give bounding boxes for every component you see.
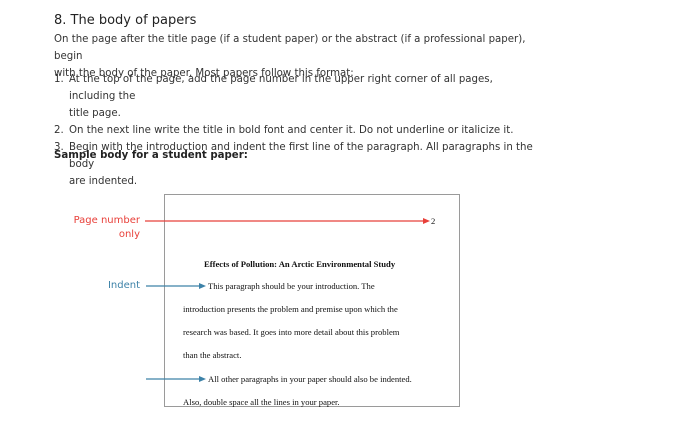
list-item: 2. On the next line write the title in b… (54, 122, 534, 139)
list-text: Begin with the introduction and indent t… (69, 142, 533, 170)
sample-page-number: 2 (431, 216, 436, 226)
sample-paper (164, 194, 460, 407)
list-item: 1. At the top of the page, add the page … (54, 71, 534, 122)
list-number: 1. (54, 74, 64, 85)
page-number-label: Page number only (60, 214, 140, 242)
sample-heading: Sample body for a student paper: (54, 150, 248, 161)
indent-label: Indent (107, 280, 140, 291)
intro-line: On the page after the title page (if a s… (54, 34, 526, 62)
list-text: are indented. (69, 176, 138, 187)
page-number-label-line: only (118, 229, 140, 240)
intro-paragraph: On the page after the title page (if a s… (54, 31, 534, 82)
sample-title: Effects of Pollution: An Arctic Environm… (204, 259, 396, 269)
list-text: title page. (69, 108, 121, 119)
intro-line: with the body of the paper. Most papers … (54, 68, 354, 79)
sample-line: This paragraph should be your introducti… (208, 281, 375, 291)
list-item: 3. Begin with the introduction and inden… (54, 139, 534, 190)
page-number-arrow (145, 218, 430, 224)
sample-line: than the abstract. (183, 350, 242, 360)
list-text: On the next line write the title in bold… (69, 125, 514, 136)
sample-line: Also, double space all the lines in your… (183, 397, 340, 407)
indent-arrow-first (146, 283, 206, 289)
list-number: 3. (54, 142, 64, 153)
sample-line: research was based. It goes into more de… (183, 327, 400, 337)
page-number-label-line: Page number (73, 215, 140, 226)
steps-list: 1. At the top of the page, add the page … (54, 71, 534, 190)
section-heading: 8. The body of papers (54, 13, 197, 28)
list-number: 2. (54, 125, 64, 136)
sample-line: introduction presents the problem and pr… (183, 304, 398, 314)
indent-arrow-second (146, 376, 206, 382)
sample-line: All other paragraphs in your paper shoul… (208, 374, 412, 384)
list-text: At the top of the page, add the page num… (69, 74, 493, 102)
